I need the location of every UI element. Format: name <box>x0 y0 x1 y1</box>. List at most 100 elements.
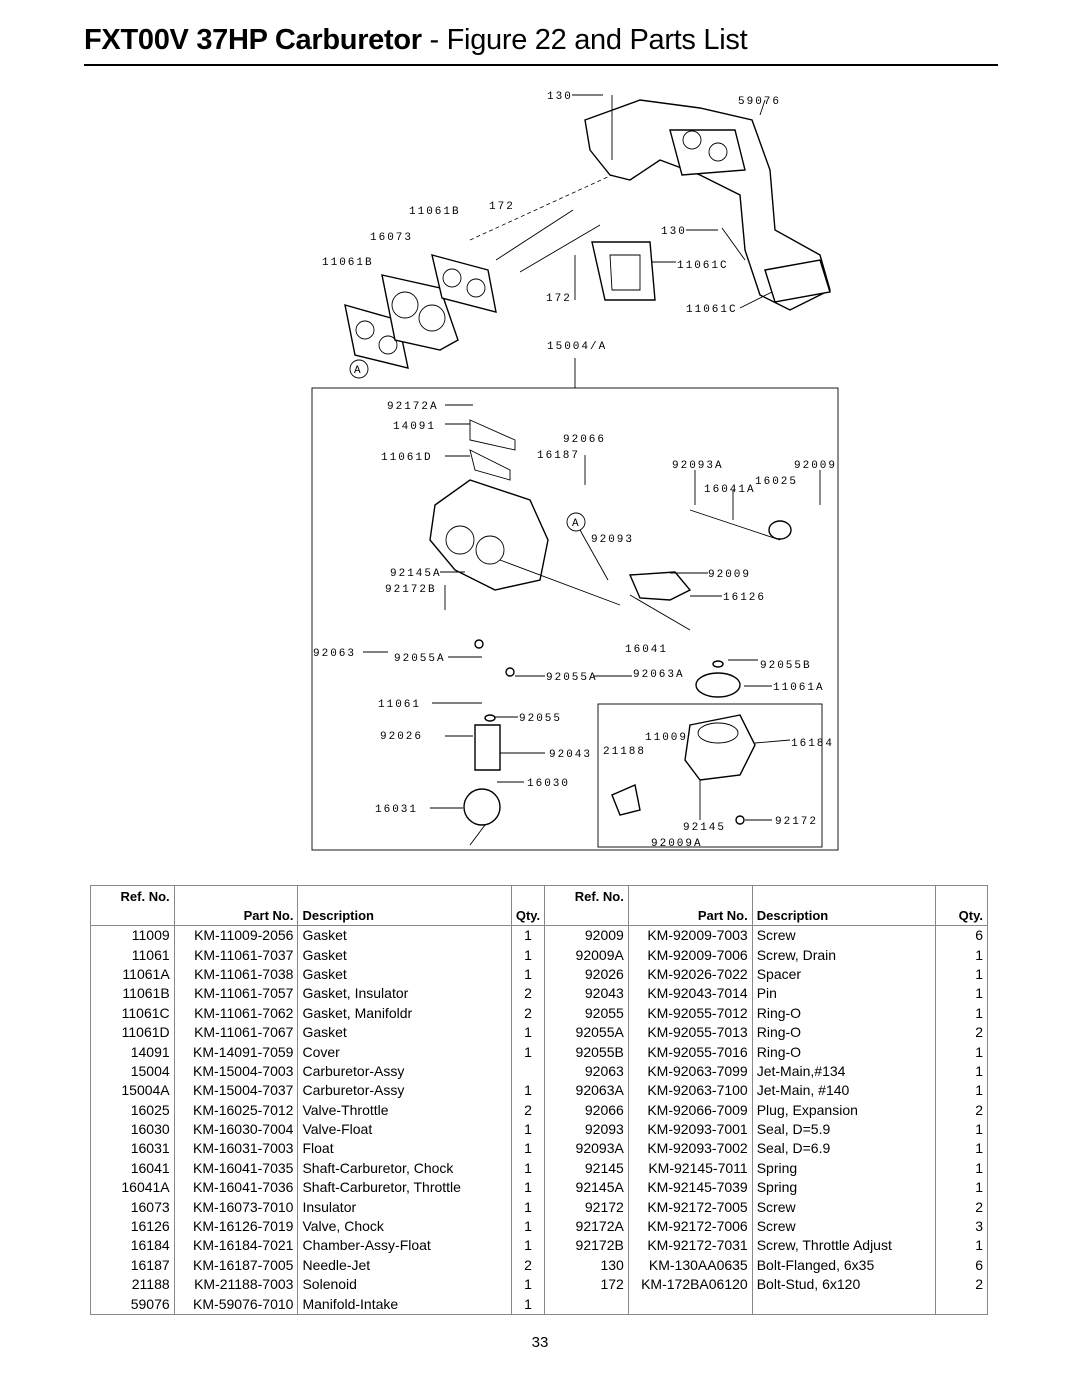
callout-labels: 130 59076 11061B 172 16073 11061B 130 11… <box>313 91 835 850</box>
label-16025: 16025 <box>755 476 798 488</box>
cell-desc2: Screw <box>751 1216 937 1237</box>
label-92172b: 92172B <box>385 584 437 596</box>
intake-manifold <box>584 95 831 311</box>
label-92172a: 92172A <box>387 401 439 413</box>
label-92063: 92063 <box>313 648 356 660</box>
label-16041a: 16041A <box>704 484 756 496</box>
cell-part2 <box>627 1294 753 1315</box>
cell-qty2: 1 <box>935 1236 988 1256</box>
cell-qty: 2 <box>510 1100 546 1120</box>
page-title: FXT00V 37HP Carburetor - Figure 22 and P… <box>84 24 748 57</box>
cell-part: KM-16184-7021 <box>173 1236 299 1256</box>
cell-part2: KM-92055-7016 <box>627 1042 753 1062</box>
cell-qty2: 1 <box>935 1119 988 1140</box>
cell-part2: KM-92145-7039 <box>627 1178 753 1198</box>
cell-part2: KM-130AA0635 <box>627 1255 753 1276</box>
cell-ref2: 92145A <box>544 1178 629 1198</box>
cell-desc2: Ring-O <box>751 1042 937 1062</box>
cell-ref: 16041 <box>90 1158 175 1179</box>
cell-desc2: Seal, D=6.9 <box>751 1139 937 1159</box>
cell-part2: KM-92093-7001 <box>627 1119 753 1140</box>
cell-ref2: 92172A <box>544 1216 629 1237</box>
cell-desc2: Ring-O <box>751 1003 937 1023</box>
title-rest: - Figure 22 and Parts List <box>421 24 748 56</box>
label-a: A <box>572 518 581 530</box>
cell-desc: Carburetor-Assy <box>297 1081 512 1101</box>
cell-desc: Carburetor-Assy <box>297 1061 512 1082</box>
cell-ref: 11061A <box>90 964 175 985</box>
cell-desc: Gasket, Manifoldr <box>297 1003 512 1023</box>
cell-qty: 1 <box>510 1197 546 1217</box>
label-11061c: 11061C <box>686 304 738 316</box>
cell-ref: 15004 <box>90 1061 175 1082</box>
cell-ref: 16025 <box>90 1100 175 1120</box>
cell-qty: 1 <box>510 1216 546 1237</box>
cell-desc2: Bolt-Flanged, 6x35 <box>751 1255 937 1276</box>
header-part-no: Part No. <box>173 906 299 926</box>
cell-qty: 1 <box>510 1178 546 1198</box>
cell-qty2: 2 <box>935 1197 988 1217</box>
gasket-set <box>344 241 656 369</box>
cell-qty: 1 <box>510 1022 546 1043</box>
cell-ref2: 130 <box>544 1255 629 1276</box>
cell-part2: KM-92093-7002 <box>627 1139 753 1159</box>
cell-qty2: 1 <box>935 1042 988 1062</box>
cell-desc2: Jet-Main,#134 <box>751 1061 937 1082</box>
label-11061b: 11061B <box>409 206 461 218</box>
cell-ref: 16041A <box>90 1178 175 1198</box>
cell-qty2: 2 <box>935 1275 988 1295</box>
cell-part: KM-16030-7004 <box>173 1119 299 1140</box>
cell-part: KM-16031-7003 <box>173 1139 299 1159</box>
cell-desc: Gasket <box>297 1022 512 1043</box>
ref-circle-a-top <box>349 359 369 379</box>
cell-ref: 16030 <box>90 1119 175 1140</box>
cell-qty: 1 <box>510 1042 546 1062</box>
cell-part: KM-11061-7062 <box>173 1003 299 1023</box>
cell-desc2: Spring <box>751 1178 937 1198</box>
cell-qty2: 1 <box>935 1003 988 1023</box>
label-92093a: 92093A <box>672 460 724 472</box>
cell-ref2: 92066 <box>544 1100 629 1120</box>
cell-ref: 11061D <box>90 1022 175 1043</box>
cell-part: KM-11061-7057 <box>173 984 299 1004</box>
cell-qty2: 6 <box>935 1255 988 1276</box>
cell-part2: KM-92063-7100 <box>627 1081 753 1101</box>
cell-qty2: 3 <box>935 1216 988 1237</box>
cell-desc2: Plug, Expansion <box>751 1100 937 1120</box>
cell-ref2: 92093A <box>544 1139 629 1159</box>
title-rule <box>84 64 998 66</box>
cell-part: KM-16041-7036 <box>173 1178 299 1198</box>
cell-qty2: 1 <box>935 1061 988 1082</box>
cell-desc2: Screw, Drain <box>751 945 937 965</box>
cell-part: KM-11061-7038 <box>173 964 299 985</box>
cell-desc: Gasket <box>297 964 512 985</box>
cell-qty2: 1 <box>935 984 988 1004</box>
cell-part: KM-59076-7010 <box>173 1294 299 1315</box>
cell-ref2: 92055 <box>544 1003 629 1023</box>
cell-qty2: 1 <box>935 964 988 985</box>
label-92066: 92066 <box>563 434 606 446</box>
cell-qty2: 6 <box>935 925 988 946</box>
header-description: Description <box>751 906 937 926</box>
cell-qty2: 2 <box>935 1100 988 1120</box>
header-qty: Qty. <box>510 906 546 926</box>
title-model: FXT00V 37HP Carburetor <box>84 24 422 56</box>
leader-lines <box>363 94 821 821</box>
cell-desc: Valve-Float <box>297 1119 512 1140</box>
cell-part2: KM-92009-7003 <box>627 925 753 946</box>
cell-desc: Gasket <box>297 945 512 965</box>
label-92055: 92055 <box>519 713 562 725</box>
cell-part: KM-16073-7010 <box>173 1197 299 1217</box>
cell-ref2: 92009 <box>544 925 629 946</box>
label-16031: 16031 <box>375 804 418 816</box>
cell-part: KM-16126-7019 <box>173 1216 299 1237</box>
